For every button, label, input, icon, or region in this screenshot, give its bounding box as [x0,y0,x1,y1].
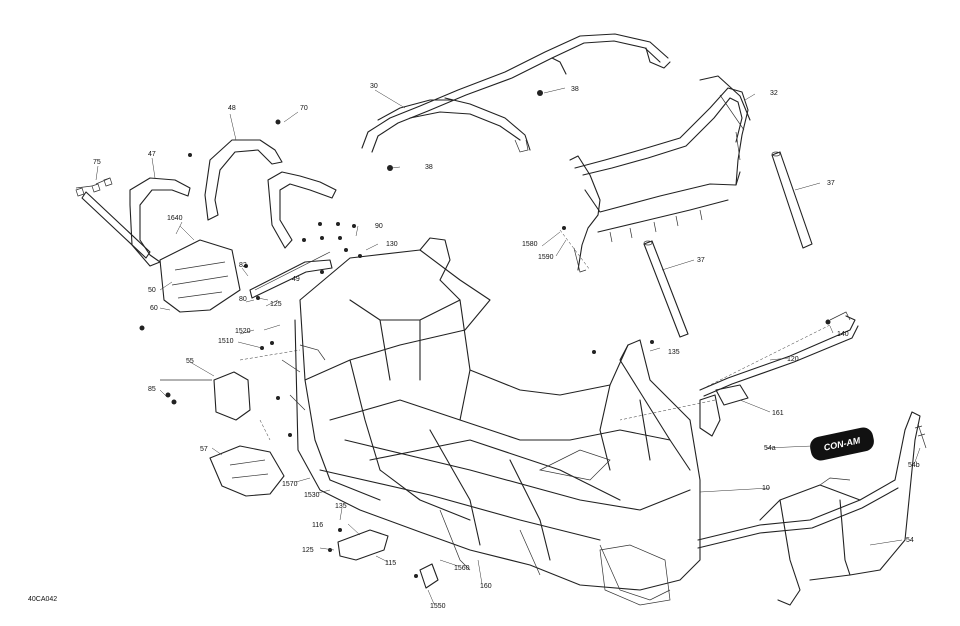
side-bar-120 [699,311,859,397]
callout-1580: 1580 [522,241,538,248]
callout-47: 47 [148,151,156,158]
bracket-115 [337,529,389,561]
bar-48 [204,139,283,221]
figure-code: 40CA042 [28,596,57,603]
bracket-161 [699,384,749,437]
bracket-1550 [419,563,439,589]
callout-70: 70 [300,105,308,112]
callout-54b: 54b [908,462,920,469]
bar-49 [267,171,337,249]
front-bumper [697,411,921,606]
callout-48: 48 [228,105,236,112]
cross-member-1520 [249,251,333,299]
callout-54: 54 [906,537,914,544]
callout-116: 116 [312,522,323,529]
callout-161: 161 [772,410,784,417]
callout-1530: 1530 [304,492,320,499]
callout-1550: 1550 [430,603,446,610]
callout-130: 130 [386,241,398,248]
callout-30: 30 [370,83,378,90]
bracket-57 [209,445,285,497]
callout-32: 32 [770,90,778,97]
callout-125-lower: 125 [302,547,314,554]
callout-labels: 30 38 38 32 37 37 48 70 47 75 1640 82 50… [93,83,920,610]
assembly-centerlines [239,229,831,441]
tube-37-lower [643,240,689,338]
callout-80: 80 [239,296,247,303]
leader-lines [95,87,921,605]
callout-37-lower: 37 [697,257,705,264]
callout-1560: 1560 [454,565,470,572]
callout-50: 50 [148,287,156,294]
bracket-50 [159,239,241,313]
callout-125-upper: 125 [270,301,282,308]
callout-160: 160 [480,583,492,590]
main-chassis-frame [281,237,701,606]
rod-75 [75,177,151,259]
callout-10: 10 [762,485,770,492]
callout-120: 120 [787,356,799,363]
callout-135-right: 135 [668,349,680,356]
callout-55: 55 [186,358,194,365]
bar-47 [129,177,191,267]
callout-1520: 1520 [235,328,251,335]
con-am-logo-plate: CON-AM [810,427,874,461]
callout-135-lower: 135 [335,503,347,510]
callout-60: 60 [150,305,158,312]
hardware [75,90,927,578]
callout-140: 140 [837,331,849,338]
callout-38-left: 38 [425,164,433,171]
callout-85: 85 [148,386,156,393]
callout-49: 49 [292,276,300,283]
callout-1570: 1570 [282,481,298,488]
callout-90: 90 [375,223,383,230]
callout-82: 82 [239,262,247,269]
roll-cage-front-bar [361,33,671,153]
roll-cage-rear-section [569,75,751,273]
callout-115: 115 [385,560,396,567]
callout-1590: 1590 [538,254,554,261]
callout-37-upper: 37 [827,180,835,187]
callout-57: 57 [200,446,208,453]
callout-75: 75 [93,159,101,166]
callout-54a: 54a [764,445,776,452]
bracket-55 [160,371,251,421]
callout-38-top: 38 [571,86,579,93]
tube-37-upper [771,151,813,249]
callout-1640: 1640 [167,215,183,222]
callout-1510: 1510 [218,338,234,345]
